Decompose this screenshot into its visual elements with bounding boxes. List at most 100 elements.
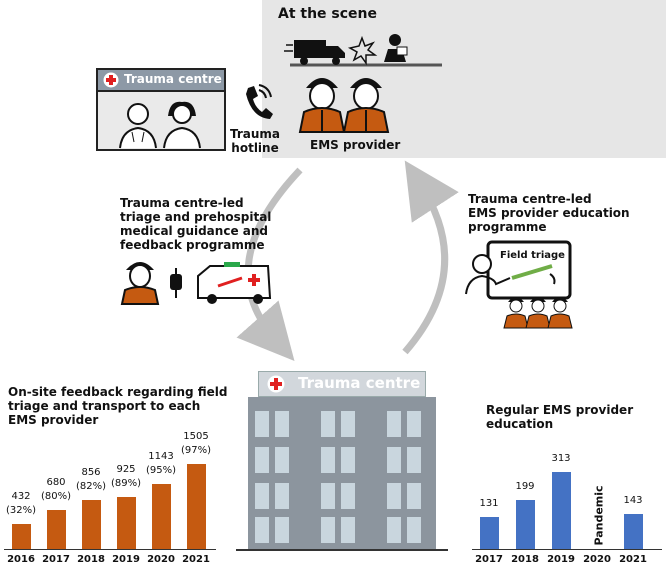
ems-provider-icon (525, 297, 551, 329)
data-label-group: 856(82%) (69, 466, 113, 494)
programme-line: triage and prehospital (120, 210, 272, 224)
building-window (275, 483, 289, 509)
ambulance-icon (197, 262, 272, 304)
programme-line: feedback programme (120, 238, 265, 252)
trauma-centre-card-label: Trauma centre (124, 72, 222, 86)
data-label: (89%) (110, 477, 142, 489)
building-window (341, 483, 355, 509)
collision-icon (347, 35, 378, 66)
building-window (341, 447, 355, 473)
building-window (387, 483, 401, 509)
doctor-icon (163, 101, 201, 149)
iv-bag-icon (170, 268, 182, 298)
phone-icon (246, 84, 273, 119)
programme-line: Trauma centre-led (120, 196, 244, 210)
data-label: 680 (46, 477, 66, 489)
x-tick-label: 2020 (583, 554, 611, 565)
x-tick-label: 2018 (77, 554, 105, 565)
chart-bar (151, 484, 171, 549)
building-window (341, 517, 355, 543)
ems-provider-icon (547, 297, 573, 329)
education-chart-title: Regular EMS provider education (486, 403, 634, 431)
data-label: (97%) (180, 444, 212, 456)
red-cross-icon (103, 72, 119, 88)
building-window (255, 447, 269, 473)
building-window (387, 411, 401, 437)
data-label-group: 199 (503, 480, 547, 494)
chart-axis (472, 549, 662, 550)
chart-bar (515, 500, 535, 549)
chart-bar (186, 463, 206, 549)
teacher-icon (465, 254, 511, 295)
building-window (407, 483, 421, 509)
triage-guidance-programme-text: Trauma centre-led triage and prehospital… (120, 196, 320, 252)
ems-provider-icon (120, 262, 160, 305)
building-window (275, 411, 289, 437)
education-programme-text: Trauma centre-led EMS provider education… (468, 192, 668, 234)
data-label: (82%) (75, 481, 107, 493)
building-window (321, 447, 335, 473)
data-label-group: 925(89%) (104, 463, 148, 491)
left-programme-illustration (120, 262, 272, 305)
chart-bar (81, 500, 101, 549)
building-window (387, 517, 401, 543)
building-window (407, 517, 421, 543)
hotline-line-1: Trauma (230, 127, 281, 141)
chart-bar (623, 513, 643, 549)
chart-axis (4, 549, 216, 550)
chart-bar (551, 472, 571, 549)
building-window (275, 517, 289, 543)
data-label: (95%) (145, 465, 177, 477)
arrow-scene-to-centre (236, 167, 303, 362)
trauma-hotline-label: Trauma hotline (230, 127, 280, 155)
programme-line: Trauma centre-led (468, 192, 592, 206)
data-label: 313 (551, 453, 571, 465)
building-window (255, 517, 269, 543)
ems-provider-icon (342, 78, 390, 133)
data-label-group: 432(32%) (0, 490, 43, 518)
building-window (407, 447, 421, 473)
data-label: 143 (623, 494, 643, 506)
data-label: 131 (479, 497, 499, 509)
x-tick-label: 2017 (475, 554, 503, 565)
data-label: 1143 (148, 451, 174, 463)
ems-provider-icon (503, 297, 529, 329)
feedback-chart-title: On-site feedback regarding field triage … (8, 385, 228, 427)
building-window (255, 483, 269, 509)
building-windows (248, 397, 436, 549)
scene-illustrations (284, 34, 442, 133)
x-tick-label: 2018 (511, 554, 539, 565)
programme-line: medical guidance and (120, 224, 268, 238)
data-label-group: 313 (539, 452, 583, 466)
data-label-group: 680 (80%) (34, 476, 78, 504)
building-window (407, 411, 421, 437)
building-window (321, 411, 335, 437)
building-window (321, 483, 335, 509)
ems-provider-icon (298, 78, 346, 133)
education-illustration (465, 240, 573, 329)
trauma-centre-building-label: Trauma centre (298, 374, 421, 392)
trauma-centre-sign (258, 371, 426, 397)
chart-bar (46, 510, 66, 549)
building-window (321, 517, 335, 543)
programme-line: programme (468, 220, 547, 234)
x-tick-label: 2021 (182, 554, 210, 565)
x-tick-label: 2021 (619, 554, 647, 565)
data-label: 432 (11, 491, 31, 503)
doctors-illustration (119, 101, 201, 149)
chart-bar (116, 496, 136, 549)
hotline-line-2: hotline (231, 141, 279, 155)
pandemic-annotation: Pandemic (592, 485, 606, 546)
field-triage-board-label: Field triage (500, 250, 565, 261)
truck-icon (284, 40, 345, 65)
x-tick-label: 2019 (547, 554, 575, 565)
data-label: 1505 (183, 430, 209, 442)
building-window (341, 411, 355, 437)
chart-bar (479, 516, 499, 549)
phone-icon (549, 273, 556, 285)
data-label: (80%) (40, 491, 72, 503)
x-tick-label: 2016 (7, 554, 35, 565)
data-label-group: 1505 (97%) (174, 430, 218, 458)
data-label-group: 131 (467, 497, 511, 511)
injured-person-icon (384, 34, 408, 62)
